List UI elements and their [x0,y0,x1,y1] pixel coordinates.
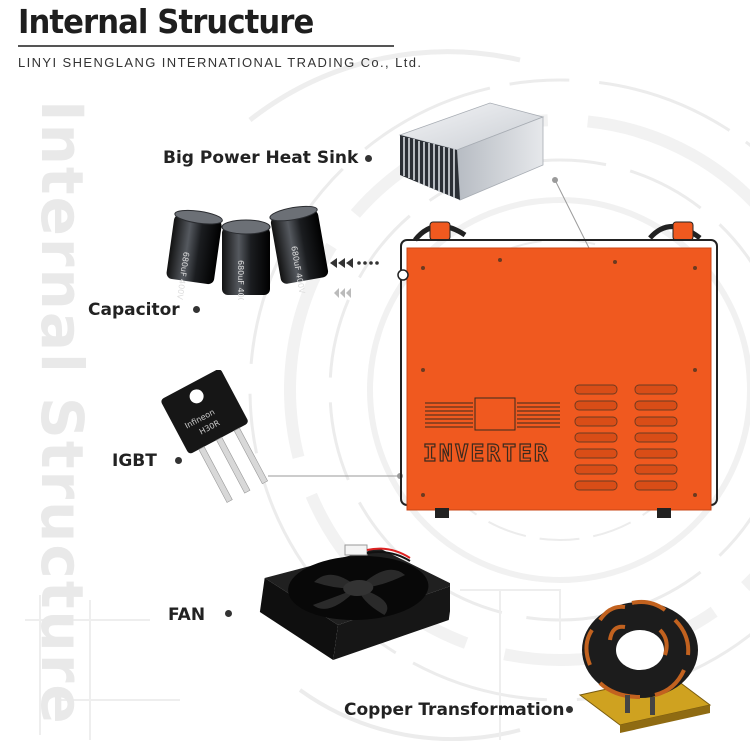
copper-transformer-image [578,599,712,733]
inverter-machine-image: INVERTER [397,221,718,518]
fan-marker-dot [225,610,232,617]
page-title: Internal Structure [18,2,314,41]
company-subtitle: LINYI SHENGLANG INTERNATIONAL TRADING Co… [18,55,423,70]
heat-sink-image [398,102,545,201]
heat-sink-marker-dot [365,155,372,162]
copper-transformer-label: Copper Transformation [344,700,565,720]
capacitors-image: 680uF 400V 680uF 400V 680uF 400V [166,205,329,300]
fan-image [259,544,450,660]
igbt-marker-dot [175,457,182,464]
capacitor-marker-dot [193,306,200,313]
igbt-label: IGBT [112,451,157,471]
capacitor-label: Capacitor [88,300,180,320]
fan-label: FAN [168,605,206,625]
igbt-image: Infineon H30R [161,370,269,503]
title-divider [18,45,394,47]
arrow-indicator-icon [330,258,379,298]
heat-sink-label: Big Power Heat Sink [163,148,359,168]
inverter-panel-text: INVERTER [423,441,550,467]
copper-transformer-marker-dot [566,706,573,713]
capacitor-2-marking: 680uF 400V [236,260,245,300]
